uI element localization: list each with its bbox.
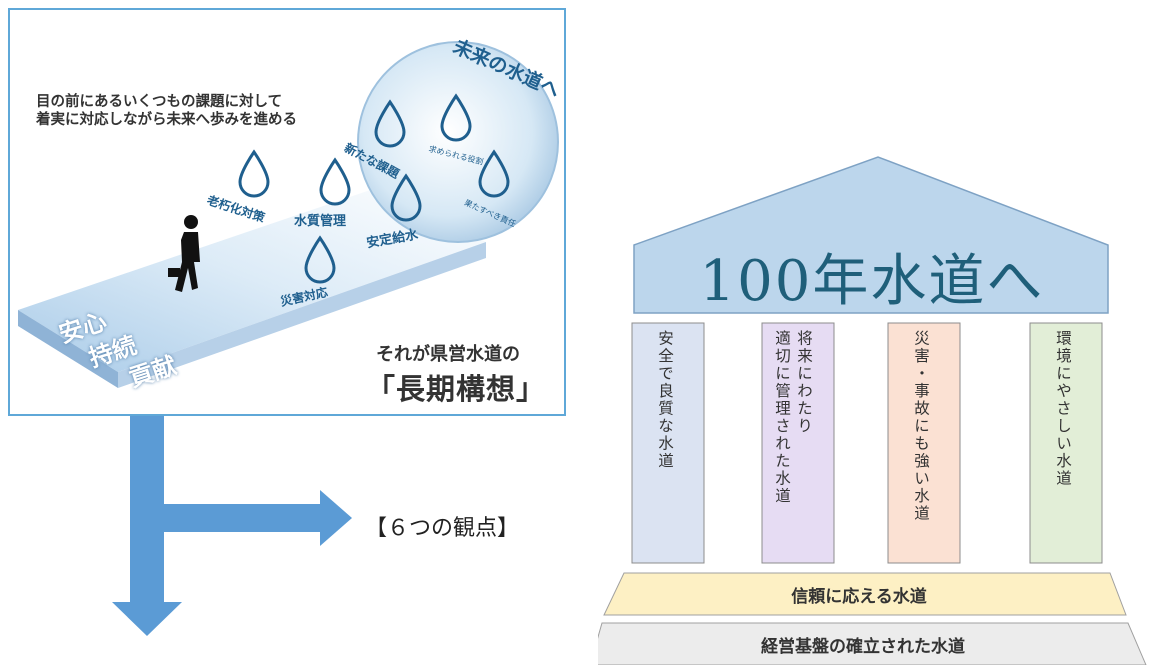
upper-step-label: 信頼に応える水道 bbox=[791, 587, 927, 607]
closing-line: それが県営水道の bbox=[376, 344, 520, 365]
six-viewpoints-label: 【６つの観点】 bbox=[365, 516, 520, 541]
upper-step bbox=[603, 572, 1127, 616]
road-side bbox=[18, 310, 118, 388]
pillar-4 bbox=[1029, 322, 1103, 564]
drop-label-quality: 水質管理 bbox=[294, 214, 347, 229]
road-top bbox=[18, 186, 486, 372]
pillar-3 bbox=[887, 322, 961, 564]
lower-step bbox=[598, 622, 1147, 665]
road-front bbox=[118, 242, 486, 388]
intro-line-2: 着実に対応しながら未来へ歩みを進める bbox=[36, 112, 297, 128]
pillar-1-text: 安全で良質な水道 bbox=[656, 330, 674, 470]
pillar-2 bbox=[761, 322, 835, 564]
roof bbox=[633, 156, 1109, 314]
intro-line-1: 目の前にあるいくつもの課題に対して bbox=[36, 94, 283, 110]
lower-step-label: 経営基盤の確立された水道 bbox=[761, 637, 965, 657]
future-bubble bbox=[357, 41, 559, 243]
building-diagram bbox=[598, 156, 1147, 665]
roof-title: 100年水道へ bbox=[699, 249, 1045, 314]
pillar-2-text-line-1: 将来にわたり bbox=[795, 330, 813, 435]
long-term-concept: 「長期構想」 bbox=[365, 372, 546, 406]
walking-person-icon bbox=[168, 215, 200, 292]
water-drop-icons bbox=[238, 93, 510, 284]
pillar-1 bbox=[631, 322, 705, 564]
pillar-3-text: 災害・事故にも強い水道 bbox=[912, 330, 930, 523]
vision-artwork bbox=[18, 41, 559, 388]
pillar-2-text-line-2: 適切に管理された水道 bbox=[773, 330, 791, 505]
pillar-4-text: 環境にやさしい水道 bbox=[1054, 330, 1072, 488]
vision-illustration: 目の前にあるいくつもの課題に対して 着実に対応しながら未来へ歩みを進める 未来の… bbox=[8, 8, 566, 416]
